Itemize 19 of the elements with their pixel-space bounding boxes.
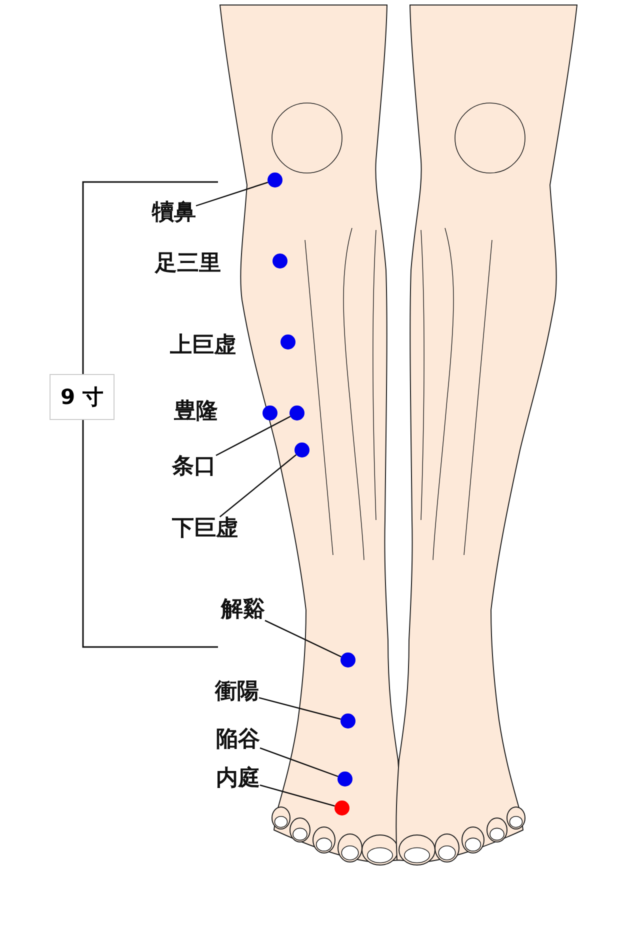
point-name: 犢鼻 — [152, 200, 196, 226]
leader-line — [196, 182, 268, 206]
point-name: 上巨虚 — [170, 334, 236, 358]
leader-line — [216, 416, 291, 456]
leader-line — [260, 784, 335, 807]
point-name: 豊隆 — [174, 400, 218, 424]
point-name: 条口 — [172, 454, 216, 480]
point-name: 内庭 — [216, 766, 260, 792]
point-name: 解谿 — [221, 598, 265, 622]
measure-label: 9 寸 — [50, 374, 114, 420]
leader-line — [260, 747, 338, 778]
point-name: 足三里 — [155, 252, 221, 276]
acupoint-marker — [262, 406, 278, 420]
leader-line — [258, 697, 341, 720]
point-name: 下巨虚 — [172, 516, 238, 542]
leader-line — [264, 620, 342, 658]
point-name: 衝陽 — [215, 680, 259, 704]
leader-line — [219, 454, 297, 518]
point-name: 陥谷 — [216, 728, 260, 752]
